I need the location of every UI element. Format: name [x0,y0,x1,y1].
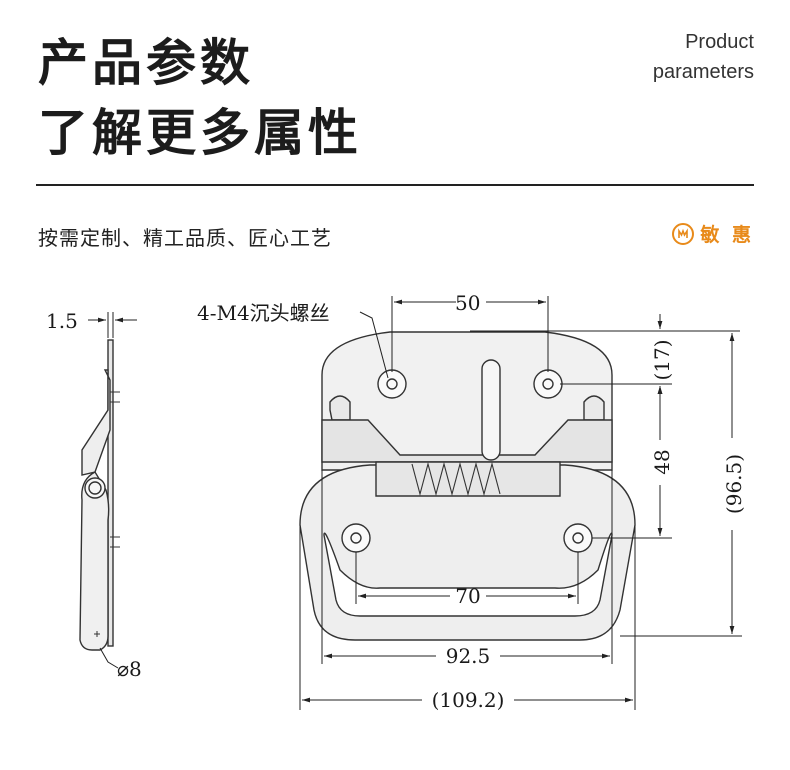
screw-hole-bottom-right [563,523,593,553]
dim-48: 48 [650,449,674,474]
ear-right [583,395,605,421]
back-plate [321,331,613,471]
label-screw-spec: 4-M4沉头螺丝 [197,301,330,325]
side-handle-lower [79,471,110,651]
side-plate [107,339,114,647]
screw-hole-top-right [533,369,563,399]
dim-92-5: 92.5 [446,644,491,668]
front-dimensions [299,296,742,710]
page-title-line-1: 产品参数 [38,34,254,92]
side-view [79,339,120,651]
dim-diameter: ⌀8 [117,657,142,681]
side-hinge-upper [81,369,111,476]
english-title-line-1: Product [685,31,754,53]
handle-ring-inner [323,532,613,617]
screw-hole-top-left [377,369,407,399]
dim-70: 70 [455,584,480,608]
spring-coil [411,461,501,497]
dim-96-5: (96.5) [722,454,746,514]
brand-mark: 敏 惠 [672,220,754,247]
english-title-line-2: parameters [652,61,754,83]
ear-left [329,395,351,421]
header-divider [36,184,754,186]
screw-hole-bottom-left [341,523,371,553]
tagline: 按需定制、精工品质、匠心工艺 [38,226,332,250]
side-pivot [84,477,106,499]
brand-name: 敏 惠 [700,224,754,246]
page-title-line-2: 了解更多属性 [38,104,362,162]
dim-50: 50 [455,291,480,315]
dim-thickness: 1.5 [46,309,78,333]
dim-109-2: (109.2) [432,688,505,712]
handle-grip [375,461,561,497]
dim-17: (17) [650,339,674,380]
brand-logo-icon [672,222,695,245]
spring-slot [481,359,501,461]
side-dimensions [88,312,137,669]
